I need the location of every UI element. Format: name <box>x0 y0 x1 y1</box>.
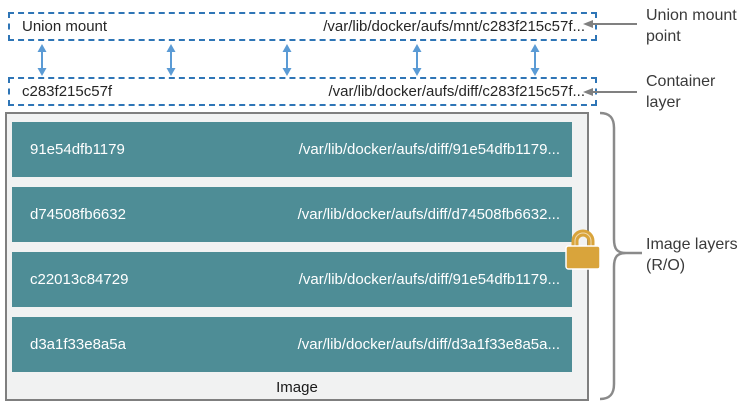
image-layers-label: Image layers (R/O) <box>646 236 738 274</box>
layer-path: /var/lib/docker/aufs/diff/91e54dfb1179..… <box>298 141 560 158</box>
layer-path: /var/lib/docker/aufs/diff/d74508fb6632..… <box>297 206 560 223</box>
left-arrow-icon <box>583 88 637 96</box>
union-mount-box: Union mount /var/lib/docker/aufs/mnt/c28… <box>8 12 597 41</box>
bidirectional-arrow-icon <box>412 44 422 76</box>
image-layer-row: d3a1f33e8a5a /var/lib/docker/aufs/diff/d… <box>12 317 572 372</box>
layer-path: /var/lib/docker/aufs/diff/d3a1f33e8a5a..… <box>297 336 560 353</box>
layer-id: c22013c84729 <box>30 271 129 288</box>
lock-icon <box>565 229 601 270</box>
image-layer-row: d74508fb6632 /var/lib/docker/aufs/diff/d… <box>12 187 572 242</box>
union-mount-path: /var/lib/docker/aufs/mnt/c283f215c57f... <box>323 18 585 35</box>
image-layer-row: 91e54dfb1179 /var/lib/docker/aufs/diff/9… <box>12 122 572 177</box>
container-layer-label: Container layer <box>646 73 716 111</box>
layer-path: /var/lib/docker/aufs/diff/91e54dfb1179..… <box>298 271 560 288</box>
left-arrow-icon <box>583 20 637 28</box>
union-mount-label: Union mount <box>22 18 108 35</box>
container-layer-path: /var/lib/docker/aufs/diff/c283f215c57f..… <box>328 83 585 100</box>
bidirectional-arrow-icon <box>166 44 176 76</box>
layer-id: d74508fb6632 <box>30 206 126 223</box>
curly-brace <box>599 111 642 401</box>
bidirectional-arrow-icon <box>37 44 47 76</box>
bidirectional-arrow-icon <box>282 44 292 76</box>
container-layer-id: c283f215c57f <box>22 83 113 100</box>
image-caption: Image <box>276 379 318 396</box>
image-box: 91e54dfb1179 /var/lib/docker/aufs/diff/9… <box>5 112 589 401</box>
container-layer-box: c283f215c57f /var/lib/docker/aufs/diff/c… <box>8 77 597 106</box>
layer-id: d3a1f33e8a5a <box>30 336 126 353</box>
image-layer-row: c22013c84729 /var/lib/docker/aufs/diff/9… <box>12 252 572 307</box>
union-mount-point-label: Union mount point <box>646 7 737 45</box>
layer-id: 91e54dfb1179 <box>30 141 125 158</box>
bidirectional-arrow-icon <box>530 44 540 76</box>
